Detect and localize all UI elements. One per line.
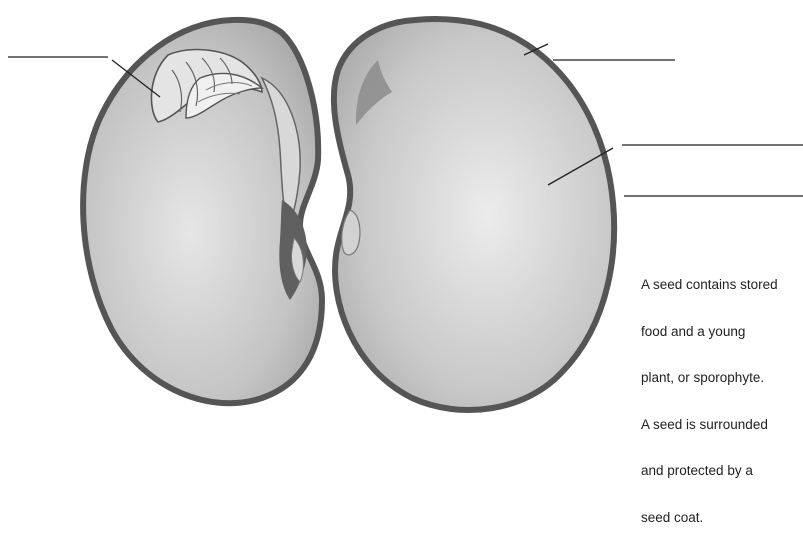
caption-line: food and a young <box>641 324 803 340</box>
caption-line: and protected by a <box>641 463 803 479</box>
seed-caption: A seed contains stored food and a young … <box>641 246 803 541</box>
caption-line: A seed contains stored <box>641 277 803 293</box>
caption-line: seed coat. <box>641 510 803 526</box>
caption-line: plant, or sporophyte. <box>641 370 803 386</box>
